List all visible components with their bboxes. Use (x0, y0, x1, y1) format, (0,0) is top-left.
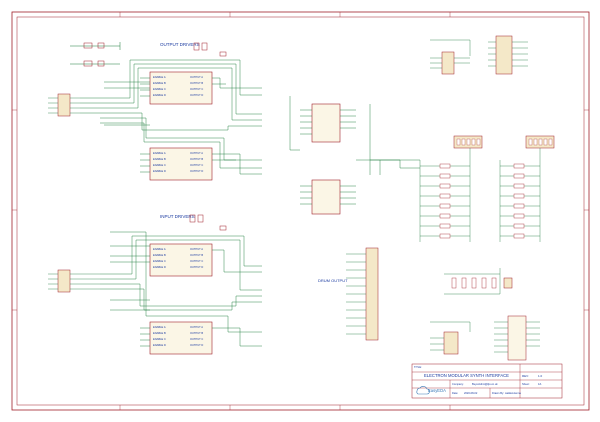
schematic-title: ELECTRON MODULAR SYNTH INTERFACE (424, 373, 509, 378)
cloud-icon (416, 386, 430, 395)
ladder-resistors (439, 163, 525, 239)
svg-text:OUTPUT B: OUTPUT B (190, 81, 203, 85)
svg-text:OUTPUT A: OUTPUT A (190, 325, 203, 329)
svg-text:ENABLE B: ENABLE B (153, 157, 166, 161)
mux-ic-1 (311, 103, 341, 143)
input-driver-ic-1: ENABLE A ENABLE B ENABLE C ENABLE D OUTPUT… (149, 243, 213, 277)
output-driver-ic-1: ENABLE A ENABLE B ENABLE C ENABLE D OUTPUT… (149, 71, 213, 105)
svg-text:ENABLE C: ENABLE C (153, 87, 166, 91)
svg-text:OUTPUT C: OUTPUT C (190, 87, 203, 91)
date-value: 2020-08-02 (464, 391, 478, 395)
svg-text:ENABLE A: ENABLE A (153, 151, 166, 155)
svg-text:OUTPUT A: OUTPUT A (190, 75, 203, 79)
svg-text:ENABLE D: ENABLE D (153, 265, 166, 269)
bottom-ic-large (494, 315, 540, 361)
resistor-array (444, 268, 513, 295)
svg-text:OUTPUT B: OUTPUT B (190, 157, 203, 161)
svg-text:ENABLE D: ENABLE D (153, 343, 166, 347)
connector-top-mid (430, 39, 471, 75)
input-wires (100, 231, 262, 347)
sheet-outer-border (11, 11, 590, 411)
company-value: Buyer/eilmi@ijlo.co.uk (472, 382, 498, 386)
svg-text:ENABLE D: ENABLE D (153, 93, 166, 97)
svg-text:ENABLE A: ENABLE A (153, 325, 166, 329)
date-label: Date: (452, 391, 458, 395)
rev-value: 1.0 (538, 374, 543, 378)
sheet-value: 1/1 (538, 382, 542, 386)
svg-text:ENABLE C: ENABLE C (153, 259, 166, 263)
rev-label: REV: (522, 374, 529, 378)
input-caps (189, 214, 227, 231)
output-driver-ic-2: ENABLE A ENABLE B ENABLE C ENABLE D OUTPUT… (149, 147, 213, 181)
output-drivers-label: OUTPUT DRIVERS (160, 42, 200, 47)
svg-text:ENABLE C: ENABLE C (153, 337, 166, 341)
svg-text:ENABLE D: ENABLE D (153, 169, 166, 173)
svg-text:ENABLE A: ENABLE A (153, 75, 166, 79)
svg-text:OUTPUT D: OUTPUT D (190, 93, 203, 97)
power-section-top (70, 42, 121, 67)
output-caps (193, 42, 227, 57)
sheet-inner-border (16, 16, 585, 406)
sheet-label: Sheet: (522, 382, 530, 386)
input-driver-ic-2: ENABLE A ENABLE B ENABLE C ENABLE D OUTPUT… (149, 321, 213, 355)
svg-text:OUTPUT C: OUTPUT C (190, 163, 203, 167)
border-ticks (12, 12, 589, 410)
svg-text:OUTPUT D: OUTPUT D (190, 343, 203, 347)
svg-text:ENABLE B: ENABLE B (153, 81, 166, 85)
drawn-value: waldenvienna (505, 391, 521, 395)
dip-switch-right (525, 135, 555, 149)
drum-output-label: DRUM OUTPUT (318, 278, 348, 283)
svg-text:OUTPUT D: OUTPUT D (190, 169, 203, 173)
svg-text:OUTPUT A: OUTPUT A (190, 247, 203, 251)
svg-text:OUTPUT B: OUTPUT B (190, 253, 203, 257)
drawn-label: Drawn By: (492, 391, 504, 395)
input-drivers-label: INPUT DRIVERS (160, 214, 195, 219)
svg-text:OUTPUT A: OUTPUT A (190, 151, 203, 155)
company-label: Company: (452, 382, 464, 386)
mux-wires (289, 96, 420, 205)
connector-j2 (48, 269, 100, 293)
connector-top-right (488, 35, 528, 75)
svg-text:OUTPUT C: OUTPUT C (190, 337, 203, 341)
db-connector (346, 247, 379, 341)
title-block: TITLE: ELECTRON MODULAR SYNTH INTERFACE … (411, 363, 563, 399)
dip-switch-left (453, 135, 483, 149)
svg-text:OUTPUT D: OUTPUT D (190, 265, 203, 269)
svg-text:ENABLE C: ENABLE C (153, 163, 166, 167)
easyeda-logo: EasyEDA (416, 386, 446, 395)
output-wires (80, 59, 262, 175)
title-label: TITLE: (414, 365, 422, 369)
svg-text:ENABLE B: ENABLE B (153, 253, 166, 257)
logo-text: EasyEDA (428, 388, 446, 393)
svg-text:OUTPUT B: OUTPUT B (190, 331, 203, 335)
svg-text:ENABLE B: ENABLE B (153, 331, 166, 335)
mux-ic-2 (311, 179, 341, 215)
svg-text:ENABLE A: ENABLE A (153, 247, 166, 251)
bottom-ic-small (430, 321, 471, 355)
drum-output-text: DRUM OUTPUT (318, 278, 348, 283)
svg-text:OUTPUT C: OUTPUT C (190, 259, 203, 263)
connector-j1 (48, 93, 80, 117)
